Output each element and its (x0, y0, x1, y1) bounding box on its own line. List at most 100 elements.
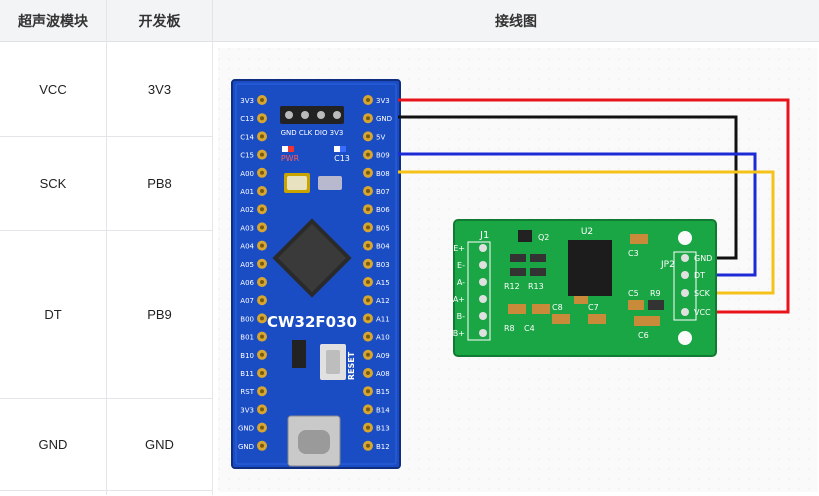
pin-label: C14 (240, 133, 254, 141)
row-divider (0, 398, 212, 399)
pin-label: B13 (376, 425, 390, 433)
row-divider (0, 490, 212, 491)
jp2-pin-label: VCC (694, 308, 711, 317)
wire-vcc (398, 98, 790, 314)
pin-label: C13 (240, 115, 254, 123)
pin-label: 3V3 (240, 97, 254, 105)
u2-label: U2 (581, 227, 593, 237)
pin-label: A11 (376, 315, 390, 323)
pin-hole (366, 352, 370, 357)
c13-label: C13 (334, 154, 350, 163)
pin-label: C15 (240, 152, 254, 160)
dev-board: 3V3C13C14C15A00A01A02A03A04A05A06A07B00B… (231, 79, 401, 469)
pin-hole (366, 207, 370, 212)
pin-hole (260, 243, 264, 248)
pin-label: A01 (240, 188, 254, 196)
j1-pin-label: E+ (453, 244, 465, 253)
pin-hole (366, 316, 370, 321)
c5-label: C5 (628, 289, 639, 298)
pin-label: A08 (376, 370, 390, 378)
pin-label: B01 (240, 334, 254, 342)
j1-pin-pad (479, 295, 487, 303)
j1-pin-pad (479, 244, 487, 252)
row-divider (0, 230, 212, 231)
pin-hole (366, 189, 370, 193)
pin-label: B09 (376, 152, 390, 160)
cell-module-dt: DT (44, 307, 62, 322)
pin-label: GND (238, 443, 254, 451)
r12-label: R12 (504, 282, 520, 291)
pin-label: B07 (376, 188, 390, 196)
pin-label: 5V (376, 133, 385, 141)
pin-label: GND (238, 425, 254, 433)
pin-label: B04 (376, 243, 390, 251)
pin-label: B14 (376, 406, 390, 414)
header-module: 超声波模块 (0, 0, 106, 42)
pin-label: A05 (240, 261, 254, 269)
pin-hole (260, 352, 264, 357)
pwr-label: PWR (281, 154, 300, 163)
pin-label: A04 (240, 243, 254, 251)
pin-hole (260, 334, 264, 339)
wires (398, 98, 790, 314)
board-left-pins: 3V3C13C14C15A00A01A02A03A04A05A06A07B00B… (238, 95, 267, 451)
c3-label: C3 (628, 249, 639, 258)
cell-module-vcc: VCC (39, 81, 67, 97)
jp2-pin-pad (681, 308, 689, 316)
r13-label: R13 (528, 282, 544, 291)
cell-board-pb8: PB8 (147, 176, 172, 191)
j1-pin-pad (479, 261, 487, 269)
pin-label: GND (376, 115, 392, 123)
pin-label: 3V3 (376, 97, 390, 105)
board-name: CW32F030 (267, 313, 357, 331)
swd-header-label: GND CLK DIO 3V3 (281, 129, 344, 137)
pin-hole (260, 189, 264, 193)
pin-hole (366, 443, 370, 448)
wire-gnd (398, 115, 738, 260)
q2-label: Q2 (538, 233, 549, 242)
pin-label: B15 (376, 388, 390, 396)
pin-hole (260, 407, 264, 412)
pin-label: B10 (240, 352, 254, 360)
j1-pin-pad (479, 278, 487, 286)
pin-label: A03 (240, 224, 254, 232)
board-right-pins: 3V3GND5VB09B08B07B06B05B04B03A15A12A11A1… (363, 95, 392, 451)
c6-label: C6 (638, 331, 649, 340)
pin-hole (366, 389, 370, 394)
r9-label: R9 (650, 289, 661, 298)
pin-hole (366, 425, 370, 430)
j1-pin-label: E- (457, 261, 465, 270)
cell-module-gnd: GND (38, 437, 68, 452)
j1-pin-label: A+ (453, 295, 465, 304)
jp2-pin-label: DT (694, 271, 705, 280)
pin-hole (260, 425, 264, 430)
pin-hole (260, 98, 264, 102)
pin-hole (366, 371, 370, 375)
pin-hole (260, 225, 264, 230)
pin-hole (366, 170, 370, 175)
jp2-pin-label: GND (694, 254, 712, 263)
pin-hole (366, 152, 370, 157)
pin-label: A06 (240, 279, 254, 287)
pin-label: A12 (376, 297, 390, 305)
c4-label: C4 (524, 324, 535, 333)
j1-pin-label: B- (457, 312, 465, 321)
pin-hole (260, 261, 264, 266)
swd-header (280, 106, 344, 124)
header-diagram: 接线图 (213, 0, 819, 42)
pin-hole (366, 98, 370, 102)
mcu-chip (272, 218, 352, 298)
j1-pin-pad (479, 329, 487, 337)
j1-pin-label: B+ (453, 329, 465, 338)
pin-hole (260, 116, 264, 121)
wire-sck (398, 170, 775, 295)
header-board: 开发板 (107, 0, 212, 42)
pin-label: A07 (240, 297, 254, 305)
jp2-pin-label: SCK (694, 289, 711, 298)
pin-label: B11 (240, 370, 254, 378)
row-divider (0, 136, 212, 137)
j1-pins: E+E-A-A+B-B+ (453, 244, 487, 338)
c8-label: C8 (552, 303, 563, 312)
